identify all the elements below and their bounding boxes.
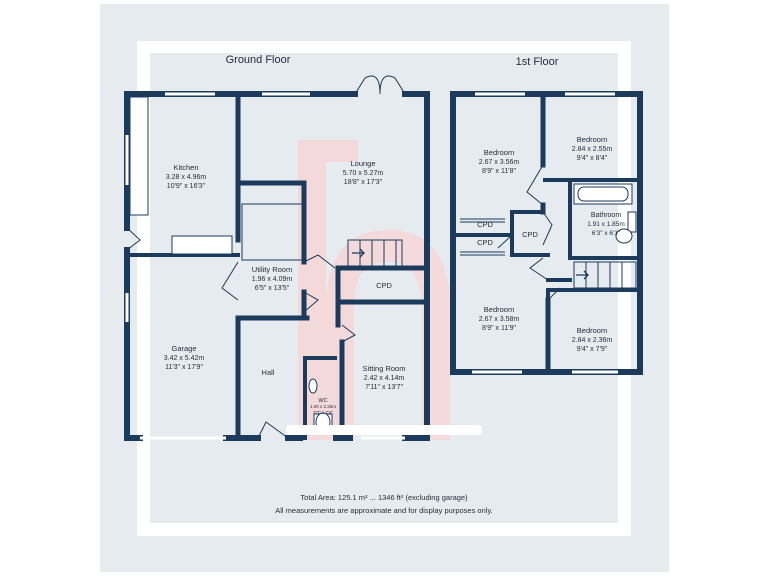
room-lounge: Lounge 5.70 x 5.27m 18'8" x 17'3" [343, 159, 384, 186]
room-imperial: 6'3" x 6'1" [592, 230, 621, 237]
room-name: Lounge [350, 159, 375, 168]
ground-floor-title: Ground Floor [226, 54, 291, 66]
room-bedroom-2: Bedroom 2.84 x 2.55m 9'4" x 8'4" [572, 135, 613, 162]
room-metric: 3.42 x 5.42m [164, 355, 205, 362]
room-metric: 2.42 x 4.14m [364, 375, 405, 382]
ground-floor-windows [125, 92, 405, 440]
room-imperial: 8'9" x 11'9" [482, 325, 516, 332]
room-imperial: 9'4" x 8'4" [577, 155, 608, 162]
first-floor-fixtures [460, 164, 637, 301]
room-imperial: 3'3" x 7'4" [313, 410, 333, 415]
room-metric: 5.70 x 5.27m [343, 170, 384, 177]
room-name: CPD [477, 220, 493, 229]
room-wc: WC 1.00 x 2.25m 3'3" x 7'4" [310, 398, 336, 415]
room-cpd-1: CPD [477, 220, 493, 229]
room-name: Bedroom [484, 305, 514, 314]
room-metric: 2.84 x 2.36m [572, 337, 613, 344]
room-cpd-3: CPD [477, 238, 493, 247]
room-metric: 1.00 x 2.25m [310, 404, 336, 409]
room-name: Bathroom [591, 212, 622, 219]
room-imperial: 8'9" x 11'8" [482, 168, 516, 175]
room-sitting: Sitting Room 2.42 x 4.14m 7'11" x 13'7" [363, 364, 406, 391]
room-bedroom-4: Bedroom 2.84 x 2.36m 9'4" x 7'9" [572, 326, 613, 353]
plan-background [150, 53, 618, 523]
room-name: Garage [171, 344, 196, 353]
room-name: Hall [262, 368, 275, 377]
room-imperial: 11'3" x 17'9" [165, 364, 203, 371]
room-name: Kitchen [173, 163, 198, 172]
room-name: Utility Room [252, 265, 292, 274]
room-name: CPD [522, 230, 538, 239]
first-floor-title: 1st Floor [516, 56, 559, 68]
room-utility: Utility Room 1.96 x 4.09m 6'5" x 13'5" [252, 265, 293, 292]
room-imperial: 7'11" x 13'7" [365, 384, 403, 391]
room-bathroom: Bathroom 1.91 x 1.85m 6'3" x 6'1" [587, 212, 625, 237]
room-name: Bedroom [577, 135, 607, 144]
front-path [286, 425, 482, 435]
room-metric: 2.67 x 3.58m [479, 316, 520, 323]
room-name: CPD [477, 238, 493, 247]
first-floor-windows [472, 92, 618, 374]
room-bedroom-3: Bedroom 2.67 x 3.58m 8'9" x 11'9" [479, 305, 520, 332]
room-name: Sitting Room [363, 364, 406, 373]
room-imperial: 9'4" x 7'9" [577, 346, 608, 353]
room-imperial: 6'5" x 13'5" [255, 285, 290, 292]
room-kitchen: Kitchen 3.28 x 4.96m 10'9" x 16'3" [166, 163, 207, 190]
room-imperial: 18'8" x 17'3" [344, 179, 383, 186]
room-name: Bedroom [577, 326, 607, 335]
room-metric: 2.67 x 3.56m [479, 159, 520, 166]
ground-floor-doors [126, 75, 406, 439]
room-garage: Garage 3.42 x 5.42m 11'3" x 17'9" [164, 344, 205, 371]
room-cpd-ground: CPD [376, 281, 392, 290]
watermark-logo [298, 140, 450, 440]
ground-floor-fixtures [129, 96, 403, 432]
total-area: Total Area: 125.1 m² ... 1346 ft² (exclu… [300, 493, 468, 502]
disclaimer: All measurements are approximate and for… [275, 506, 492, 515]
room-metric: 1.91 x 1.85m [587, 221, 625, 228]
room-name: Bedroom [484, 148, 514, 157]
room-name: WC [318, 398, 327, 404]
room-cpd-2: CPD [522, 230, 538, 239]
room-metric: 3.28 x 4.96m [166, 174, 207, 181]
room-hall: Hall [262, 368, 275, 377]
room-metric: 1.96 x 4.09m [252, 276, 293, 283]
room-bedroom-1: Bedroom 2.67 x 3.56m 8'9" x 11'8" [479, 148, 520, 175]
room-imperial: 10'9" x 16'3" [167, 183, 206, 190]
room-name: CPD [376, 281, 392, 290]
room-metric: 2.84 x 2.55m [572, 146, 613, 153]
